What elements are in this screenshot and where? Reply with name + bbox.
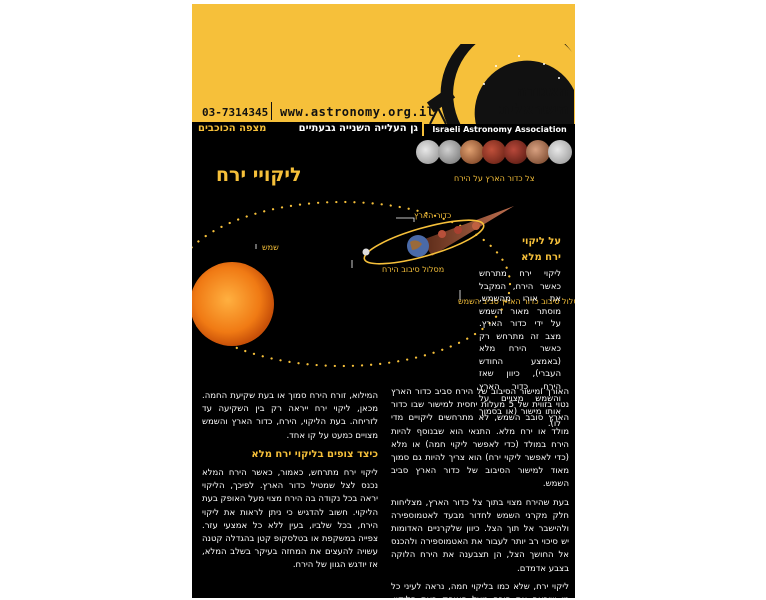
side-paragraph: ליקוי ירח מתרחש כאשר הירח, המקבל את אורו…	[479, 269, 561, 429]
moon-phase-icon	[438, 140, 462, 164]
moon-phase-icon	[460, 140, 484, 164]
moon-icon	[472, 222, 480, 230]
eclipse-phases	[416, 140, 575, 166]
right-paragraph-3: ליקוי ירח, שלא כמו בליקוי חמה, נראה לעינ…	[391, 581, 569, 598]
moon-orbit-label: מסלול סיבוב הירח	[382, 265, 444, 274]
earth-label: כדור הארץ	[414, 211, 451, 220]
logo-line-1: האגודה	[516, 82, 569, 100]
moon-icon	[454, 226, 462, 234]
viewing-heading: כיצד צופים בליקוי ירח מלא	[251, 448, 378, 460]
earth-shadow	[422, 206, 514, 256]
phases-caption: צל כדור הארץ על הירח	[454, 174, 535, 183]
left-column: המילוא, זורח הירח סמוך או בעת שקיעת החמה…	[202, 390, 378, 578]
side-heading-1: על ליקוי	[522, 236, 561, 247]
observatory-name: מצפה הכוכבים	[198, 123, 267, 134]
earth-orbit-label: מסלול סיבוב כדור הארץ סביב השמש	[458, 297, 575, 306]
telescope-icon	[426, 87, 456, 125]
earth-orbit-path	[192, 200, 512, 368]
right-paragraph-2: בעת שהירח מצוי בתוך צל כדור הארץ, מצליחו…	[391, 497, 569, 574]
moon-phase-icon	[416, 140, 440, 164]
website-link[interactable]: www.astronomy.org.il	[280, 105, 435, 119]
moon-icon	[438, 230, 446, 238]
poster: 03-7314345 www.astronomy.org.il גן העליי…	[192, 4, 575, 598]
moon-phase-icon	[548, 140, 572, 164]
moon-orbit-path	[363, 219, 485, 265]
location-name: גן העלייה השנייה גבעתיים	[298, 123, 418, 134]
logo-line-2: הישראלית	[499, 100, 569, 118]
phone-number: 03-7314345	[202, 106, 269, 119]
location-bar: גן העלייה השנייה גבעתיים מצפה הכוכבים	[192, 122, 422, 136]
moon-icon	[362, 248, 370, 256]
right-column: האורך ומישור הסיבוב של הירח סביב כדור הא…	[391, 386, 569, 598]
left-paragraph-2: ליקוי ירח מתרחש, כאמור, כאשר הירח המלא נ…	[202, 468, 378, 571]
logo-english-name: Israeli Astronomy Association	[424, 124, 575, 136]
sun-icon	[192, 262, 274, 346]
side-heading-2: ירח מלא	[521, 252, 561, 263]
sun-label: שמש	[262, 243, 279, 252]
moon-phase-icon	[526, 140, 550, 164]
header-divider	[271, 102, 272, 120]
eclipse-diagram: כדור הארץ שמש מסלול סיבוב הירח מסלול סיב…	[192, 200, 575, 368]
left-paragraph-1: המילוא, זורח הירח סמוך או בעת שקיעת החמה…	[202, 391, 378, 441]
association-logo: האגודה הישראלית לאסטרונומיה	[424, 44, 575, 136]
page-title: ליקויי ירח	[216, 164, 302, 186]
moon-phase-icon	[504, 140, 528, 164]
moon-phase-icon	[482, 140, 506, 164]
right-paragraph-1: האורך ומישור הסיבוב של הירח סביב כדור הא…	[391, 387, 569, 490]
